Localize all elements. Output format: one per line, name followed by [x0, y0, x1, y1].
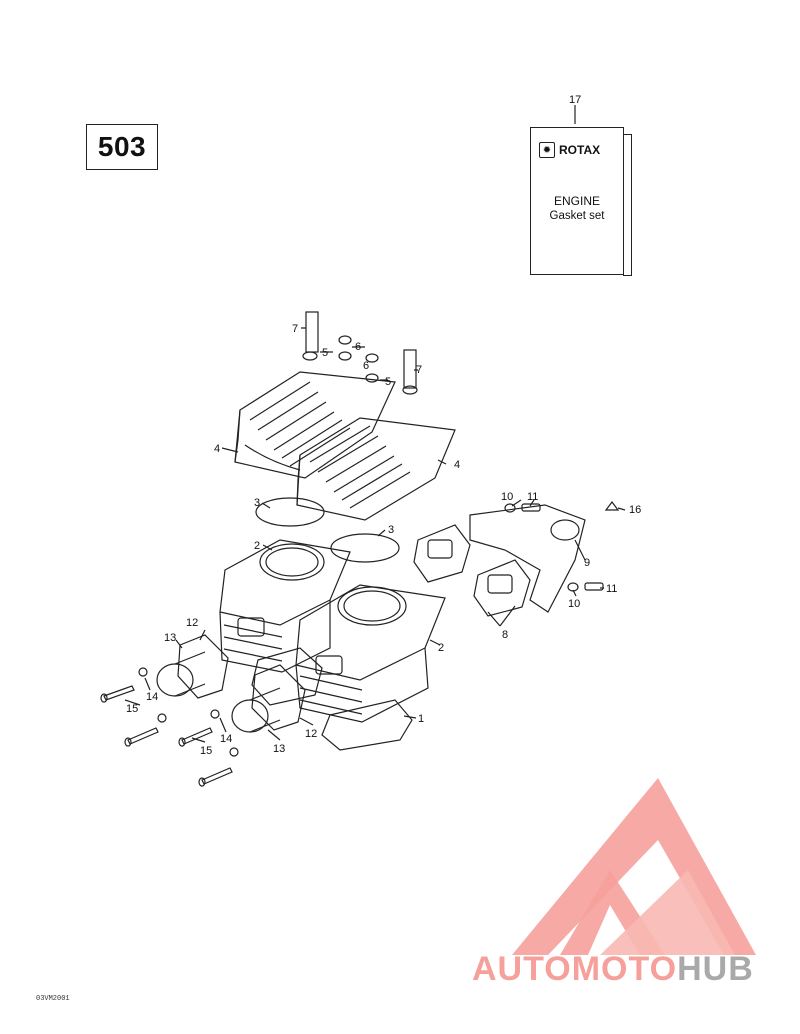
callout-labels: 17 1 2 2 3 3 4 4 5 5 6 6 7 7 8 9 10 10 1…: [126, 94, 641, 757]
callout-5b: 5: [385, 376, 391, 388]
watermark-auto: AUTO: [472, 950, 572, 988]
callout-11b: 11: [606, 583, 617, 595]
callout-14b: 14: [220, 733, 232, 745]
screws-intake-left: [100, 667, 167, 747]
intake-flange-right: [231, 664, 306, 733]
head-gasket-left: [255, 497, 325, 527]
callout-6a: 6: [355, 341, 361, 353]
callout-3a: 3: [254, 497, 260, 509]
callout-3b: 3: [388, 524, 394, 536]
reference-code: 03VM2001: [36, 995, 70, 1003]
watermark-text: AUTOMOTOHUB: [472, 950, 754, 989]
card-subtitle: Gasket set: [549, 210, 605, 222]
callout-2b: 2: [438, 642, 444, 654]
callout-13a: 13: [164, 632, 176, 644]
cylinder-right: [295, 584, 446, 723]
stud-right: [403, 349, 417, 389]
gasket-set-card: ✹ ROTAX ENGINE Gasket set: [530, 127, 632, 276]
head-gasket-right: [330, 533, 400, 563]
cylinder-head-right: [296, 417, 456, 521]
callout-11a: 11: [527, 491, 538, 503]
watermark-moto: MOTO: [571, 950, 678, 988]
exhaust-gasket-right: [473, 559, 531, 617]
card-title: ENGINE: [553, 194, 600, 208]
callout-14a: 14: [146, 691, 158, 703]
cylinder-left: [219, 539, 351, 673]
callout-2a: 2: [254, 540, 260, 552]
callout-1: 1: [418, 713, 424, 725]
callout-15b: 15: [200, 745, 212, 757]
cylinder-head-left: [234, 371, 396, 479]
callout-13b: 13: [273, 743, 285, 755]
callout-9: 9: [584, 557, 590, 569]
callout-4b: 4: [454, 459, 460, 471]
rotax-gear-icon: ✹: [539, 142, 555, 158]
callout-12b: 12: [305, 728, 317, 740]
brand-name: ROTAX: [559, 143, 601, 157]
callout-12a: 12: [186, 617, 198, 629]
intake-flange-left: [156, 634, 229, 699]
callout-7a: 7: [292, 323, 298, 335]
callout-7b: 7: [416, 364, 422, 376]
callout-10a: 10: [501, 491, 513, 503]
exhaust-manifold: [469, 504, 586, 613]
callout-16: 16: [629, 504, 641, 516]
diagram-number: 503: [97, 131, 147, 162]
callout-6b: 6: [363, 360, 369, 372]
base-gasket: [321, 699, 413, 751]
callout-10b: 10: [568, 598, 580, 610]
card-edge: [623, 134, 632, 276]
exhaust-gasket-left: [413, 524, 471, 583]
callout-4a: 4: [214, 443, 220, 455]
stud-left: [305, 311, 319, 353]
brand-row: ✹ ROTAX: [539, 142, 600, 158]
callout-15a: 15: [126, 703, 138, 715]
screws-intake-right: [178, 709, 239, 787]
callout-17: 17: [569, 94, 581, 106]
watermark-hub: HUB: [677, 950, 754, 988]
automotohub-logo: [512, 778, 756, 955]
callout-8: 8: [502, 629, 508, 641]
diagram-number-box: 503: [86, 124, 158, 170]
callout-5a: 5: [322, 347, 328, 359]
drawing-lines: [100, 105, 626, 787]
